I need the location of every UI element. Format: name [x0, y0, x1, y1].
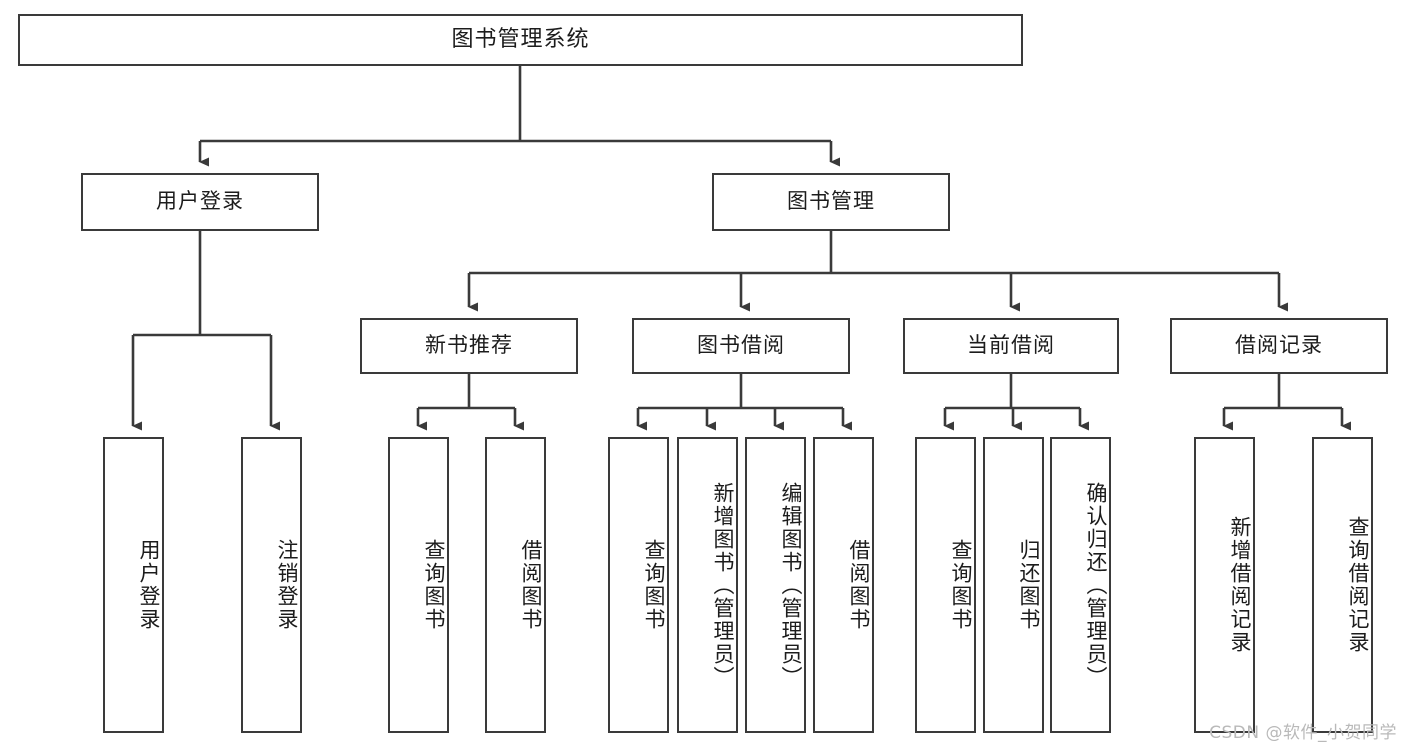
node-book-borrow[interactable]: 图书借阅 [632, 318, 850, 374]
watermark-text: CSDN @软件_小贺同学 [1209, 723, 1397, 743]
node-root[interactable]: 图书管理系统 [18, 14, 1023, 66]
node-new-book-recommend[interactable]: 新书推荐 [360, 318, 578, 374]
leaf-add-borrow-record[interactable]: 新增借阅记录 [1194, 437, 1255, 733]
node-current-borrow[interactable]: 当前借阅 [903, 318, 1119, 374]
leaf-add-book-admin[interactable]: 新增图书（管理员） [677, 437, 738, 733]
leaf-query-book-current[interactable]: 查询图书 [915, 437, 976, 733]
leaf-query-book-borrow[interactable]: 查询图书 [608, 437, 669, 733]
leaf-user-login[interactable]: 用户登录 [103, 437, 164, 733]
leaf-edit-book-admin[interactable]: 编辑图书（管理员） [745, 437, 806, 733]
leaf-return-book[interactable]: 归还图书 [983, 437, 1044, 733]
leaf-user-logout[interactable]: 注销登录 [241, 437, 302, 733]
node-borrow-record[interactable]: 借阅记录 [1170, 318, 1388, 374]
node-book-manage[interactable]: 图书管理 [712, 173, 950, 231]
leaf-query-borrow-record[interactable]: 查询借阅记录 [1312, 437, 1373, 733]
leaf-borrow-book[interactable]: 借阅图书 [813, 437, 874, 733]
node-user-login[interactable]: 用户登录 [81, 173, 319, 231]
leaf-confirm-return-admin[interactable]: 确认归还（管理员） [1050, 437, 1111, 733]
leaf-query-book-recommend[interactable]: 查询图书 [388, 437, 449, 733]
leaf-borrow-book-recommend[interactable]: 借阅图书 [485, 437, 546, 733]
